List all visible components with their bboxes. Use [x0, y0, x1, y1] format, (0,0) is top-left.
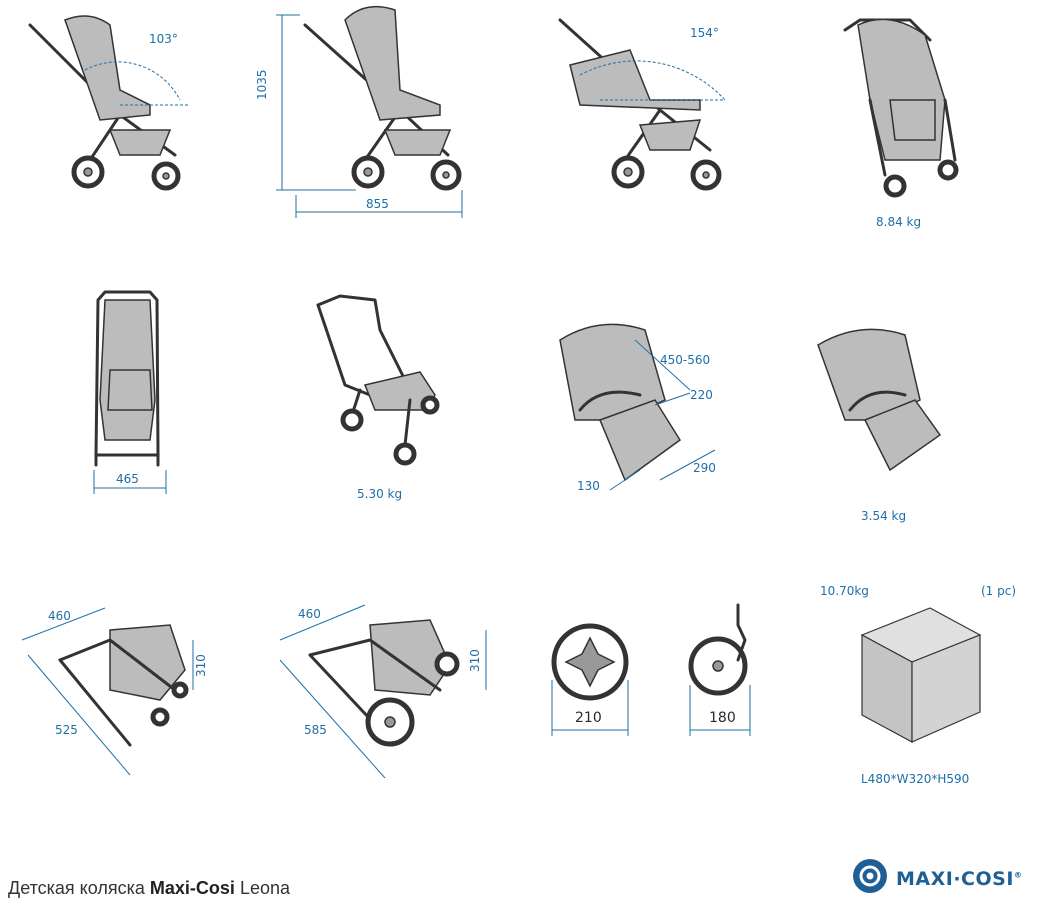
folded2-length-label: 585 [304, 723, 327, 737]
caption-brand: Maxi-Cosi [149, 878, 235, 898]
seat-depth-label: 220 [690, 388, 713, 402]
box-dimensions-label: L480*W320*H590 [861, 772, 970, 786]
seat-unit-dimensions [559, 323, 716, 491]
seat-unit [817, 328, 942, 472]
brand-logo: MAXI·COSI® [852, 858, 1032, 898]
front-wheel [688, 603, 751, 736]
recline-angle-154-label: 154° [690, 26, 719, 40]
caption-prefix: Детская коляска [8, 878, 150, 898]
seat-width-label: 290 [693, 461, 716, 475]
box-count-label: (1 pc) [981, 584, 1017, 598]
front-wheel-label: 180 [709, 710, 736, 726]
folded1-height-label: 310 [194, 654, 208, 677]
folded1-length-label: 525 [55, 723, 78, 737]
folded-stroller-2 [279, 604, 487, 779]
caption-suffix: Leona [234, 878, 290, 898]
folded1-width-label: 460 [48, 609, 71, 623]
stroller-side-dimensions [276, 5, 463, 218]
box-weight-label: 10.70kg [820, 584, 869, 598]
brand-badge-icon [853, 859, 887, 893]
rear-wheel [551, 623, 629, 736]
weight-frame-label: 5.30 kg [357, 487, 403, 501]
product-caption: Детская коляска Maxi-Cosi Leona [8, 878, 290, 899]
stroller-side-recline-154 [558, 18, 726, 191]
stroller-frame-only [316, 294, 440, 466]
shipping-box [860, 607, 982, 744]
brand-logo-text: MAXI·COSI® [896, 868, 1022, 890]
height-label: 1035 [255, 69, 269, 100]
recline-angle-103-label: 103° [149, 32, 178, 46]
folded2-height-label: 310 [468, 649, 482, 672]
weight-seat-label: 3.54 kg [861, 509, 907, 523]
brand-logo-reg: ® [1013, 870, 1023, 880]
brand-logo-wordmark: MAXI·COSI [896, 868, 1014, 890]
footrest-label: 130 [577, 479, 600, 493]
weight-full-label: 8.84 kg [876, 215, 922, 229]
stroller-side-recline-103 [28, 15, 190, 191]
width-label: 465 [116, 472, 139, 486]
rear-wheel-label: 210 [575, 710, 602, 726]
stroller-front-angle [843, 18, 959, 198]
length-label: 855 [366, 197, 389, 211]
folded2-width-label: 460 [298, 607, 321, 621]
folded-stroller-1 [21, 607, 194, 776]
stroller-front-width [93, 290, 167, 494]
seat-height-range-label: 450-560 [660, 353, 711, 367]
